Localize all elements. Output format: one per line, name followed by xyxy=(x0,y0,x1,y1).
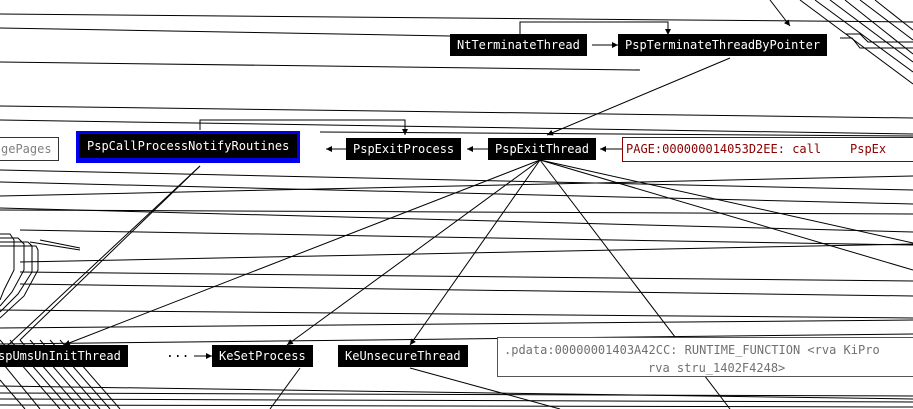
code-address: PAGE:000000014053D2EE: xyxy=(626,142,785,156)
node-nt-terminate-thread[interactable]: NtTerminateThread xyxy=(450,34,587,56)
node-psp-exit-thread[interactable]: PspExitThread xyxy=(488,138,596,160)
node-psp-terminate-thread-by-pointer[interactable]: PspTerminateThreadByPointer xyxy=(618,34,828,56)
node-ke-unsecure-thread[interactable]: KeUnsecureThread xyxy=(338,345,468,367)
code-operand: PspEx xyxy=(850,142,887,156)
node-psp-exit-process[interactable]: PspExitProcess xyxy=(346,138,462,160)
node-page-partial[interactable]: gePages xyxy=(0,137,59,161)
node-psp-ums-uninit-thread[interactable]: spUmsUnInitThread xyxy=(0,345,128,367)
pdata-line-1: .pdata:00000001403A42CC: RUNTIME_FUNCTIO… xyxy=(504,343,880,357)
pdata-line-2: rva stru_1402F4248> xyxy=(648,361,786,375)
node-psp-call-process-notify-routines[interactable]: PspCallProcessNotifyRoutines xyxy=(76,131,301,163)
code-reference-box[interactable]: PAGE:000000014053D2EE: call PspEx xyxy=(622,137,913,162)
pdata-reference-box[interactable]: .pdata:00000001403A42CC: RUNTIME_FUNCTIO… xyxy=(497,337,913,377)
code-mnemonic: call xyxy=(792,142,822,156)
node-ke-set-process[interactable]: KeSetProcess xyxy=(212,345,313,367)
node-psp-call-process-notify-routines-label: PspCallProcessNotifyRoutines xyxy=(79,134,298,158)
collapsed-nodes-ellipsis[interactable]: ... xyxy=(166,346,190,361)
